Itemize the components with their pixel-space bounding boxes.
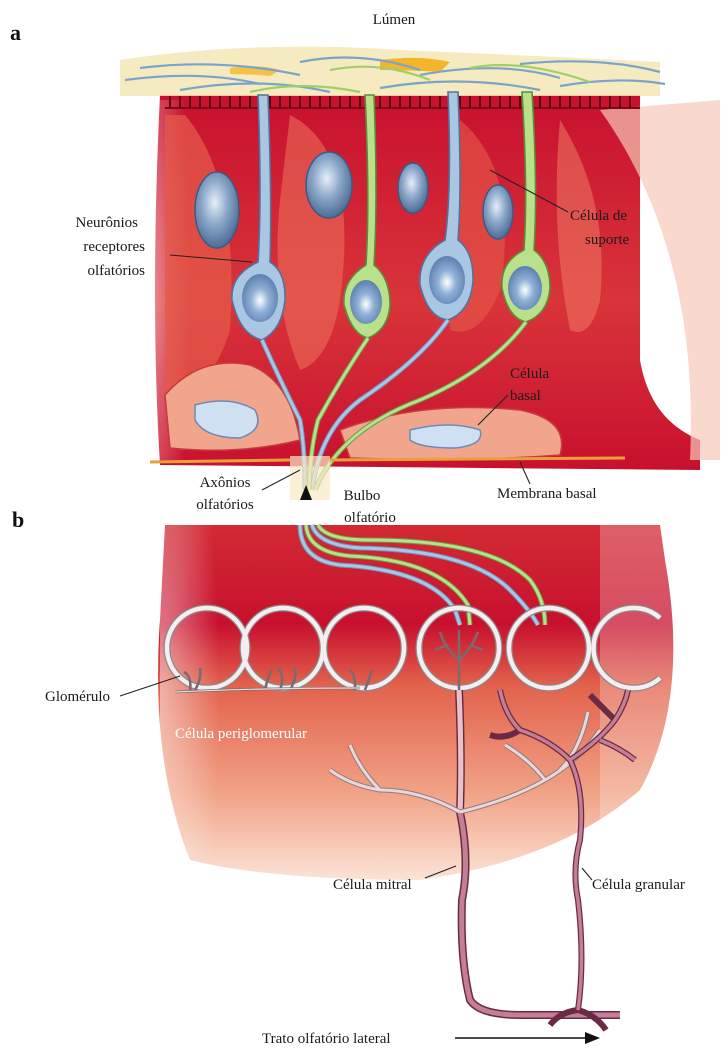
label-periglomerular: Célula periglomerular <box>175 726 307 742</box>
label-suporte-1: Célula de <box>570 208 627 224</box>
label-trato: Trato olfatório lateral <box>262 1031 391 1047</box>
label-glomerulo: Glomérulo <box>45 689 110 705</box>
label-neuronios-3: olfatórios <box>88 263 146 279</box>
label-mitral: Célula mitral <box>333 877 412 893</box>
label-basal-1: Célula <box>510 366 549 382</box>
panel-b-letter: b <box>12 507 24 532</box>
label-bulbo-1: Bulbo <box>344 488 381 504</box>
mucus-layer <box>120 47 665 96</box>
right-arrow-icon <box>455 1032 600 1044</box>
label-neuronios-2: receptores <box>83 239 145 255</box>
label-suporte-2: suporte <box>585 232 630 248</box>
label-axonios-2: olfatórios <box>196 497 254 513</box>
label-lumen: Lúmen <box>373 12 416 28</box>
label-neuronios-1: Neurônios <box>76 215 139 231</box>
label-membrana: Membrana basal <box>497 486 597 502</box>
label-basal-2: basal <box>510 388 541 404</box>
label-axonios-1: Axônios <box>200 475 251 491</box>
panel-a-letter: a <box>10 20 21 45</box>
leader-granular <box>582 868 592 880</box>
label-granular: Célula granular <box>592 877 685 893</box>
label-bulbo-2: olfatório <box>344 510 396 526</box>
olfactory-bulb-tissue <box>158 520 680 880</box>
